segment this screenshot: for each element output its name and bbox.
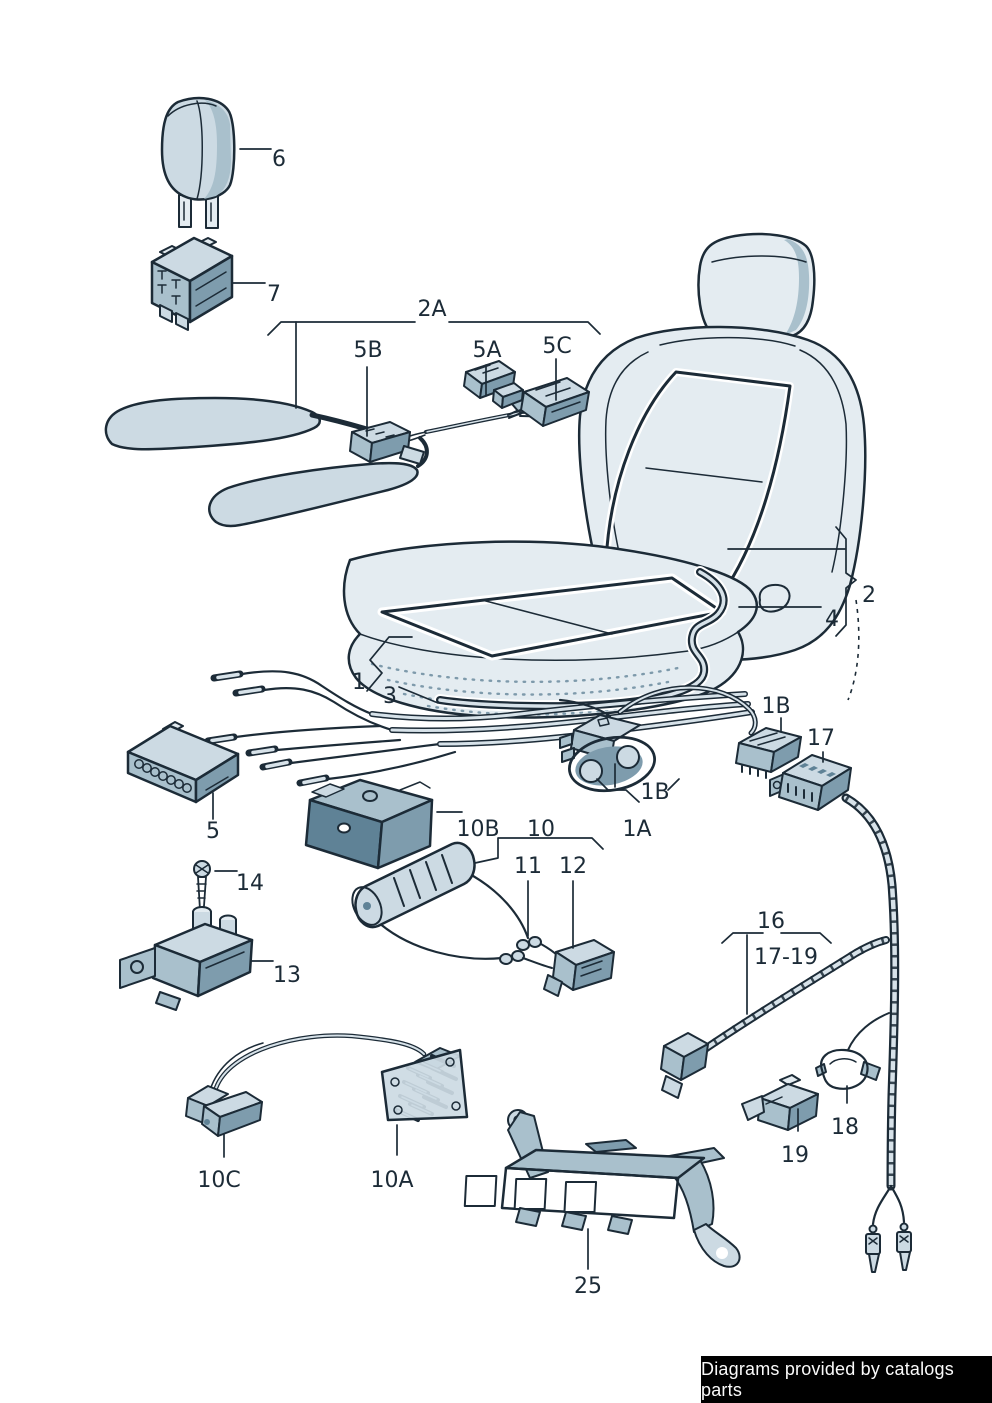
connector-5c bbox=[511, 377, 590, 427]
leader-1 bbox=[366, 636, 413, 692]
clip-19 bbox=[741, 1074, 819, 1131]
callout-25: 25 bbox=[574, 1274, 602, 1299]
seat-illustration bbox=[342, 232, 867, 719]
connector-12 bbox=[543, 939, 615, 997]
callout-18: 18 bbox=[831, 1115, 859, 1140]
wire-terminals bbox=[204, 670, 330, 787]
callout-17-19: 17-19 bbox=[754, 945, 818, 970]
connector-strip-5 bbox=[126, 721, 240, 804]
cable-guide-25 bbox=[463, 1109, 741, 1268]
seat-cushion bbox=[342, 540, 860, 719]
callout-5b: 5B bbox=[353, 338, 383, 363]
heating-pad-set-2a bbox=[104, 360, 590, 528]
connector-16-end bbox=[660, 1032, 709, 1099]
bracket-10b bbox=[304, 778, 434, 870]
connector-10c bbox=[185, 1085, 263, 1137]
footer-credit-bar: Diagrams provided by catalogs parts bbox=[701, 1356, 992, 1403]
connector-1a-assembly bbox=[558, 685, 758, 793]
callout-13: 13 bbox=[273, 963, 301, 988]
control-unit-7 bbox=[150, 236, 234, 331]
screw-14 bbox=[193, 860, 211, 911]
callout-1b-lower: 1B bbox=[640, 780, 670, 805]
callout-2: 2 bbox=[862, 583, 876, 608]
callout-1b-upper: 1B bbox=[761, 694, 791, 719]
callout-10c: 10C bbox=[197, 1168, 241, 1193]
connector-1b bbox=[735, 727, 802, 779]
footer-credit-text: Diagrams provided by catalogs parts bbox=[701, 1358, 954, 1400]
bracket-16 bbox=[721, 932, 832, 944]
connector-17 bbox=[769, 754, 852, 811]
leader-lines bbox=[212, 148, 857, 1270]
callout-16: 16 bbox=[757, 909, 785, 934]
callout-10: 10 bbox=[527, 817, 555, 842]
callout-12: 12 bbox=[559, 854, 587, 879]
callout-1a: 1A bbox=[622, 817, 652, 842]
harness-terminal-pins bbox=[865, 1222, 912, 1273]
adapter-cable-10c-10a bbox=[185, 1033, 469, 1137]
seat-harness-wire bbox=[434, 566, 730, 713]
connector-5b bbox=[349, 421, 425, 465]
callout-19: 19 bbox=[781, 1143, 809, 1168]
callout-11: 11 bbox=[514, 854, 542, 879]
callout-14: 14 bbox=[236, 871, 264, 896]
harness-cable-16 bbox=[660, 936, 890, 1099]
callout-10b: 10B bbox=[456, 817, 500, 842]
callout-5a: 5A bbox=[472, 338, 502, 363]
bracket-2a bbox=[267, 321, 601, 336]
callout-10a: 10A bbox=[370, 1168, 414, 1193]
callout-2a: 2A bbox=[417, 297, 447, 322]
callout-3: 3 bbox=[383, 684, 397, 709]
clip-18 bbox=[815, 1012, 890, 1090]
connector-10a bbox=[380, 1047, 469, 1122]
callout-1: 1 bbox=[352, 670, 366, 695]
callout-7: 7 bbox=[267, 282, 281, 307]
leader-1b-lower bbox=[596, 763, 680, 803]
callout-6: 6 bbox=[272, 147, 286, 172]
sensor-13 bbox=[119, 906, 254, 1011]
relay-6 bbox=[160, 96, 236, 229]
main-harness-cable bbox=[841, 793, 912, 1273]
bracket-10 bbox=[474, 837, 604, 864]
callout-17: 17 bbox=[807, 726, 835, 751]
bracket-2-4 bbox=[835, 526, 857, 637]
callout-5: 5 bbox=[206, 819, 220, 844]
connector-5a bbox=[463, 360, 524, 409]
callout-5c: 5C bbox=[542, 334, 572, 359]
heating-element-10 bbox=[351, 841, 615, 997]
callout-4: 4 bbox=[825, 607, 839, 632]
inline-connector-11 bbox=[499, 936, 559, 969]
leader-3 bbox=[398, 686, 439, 704]
